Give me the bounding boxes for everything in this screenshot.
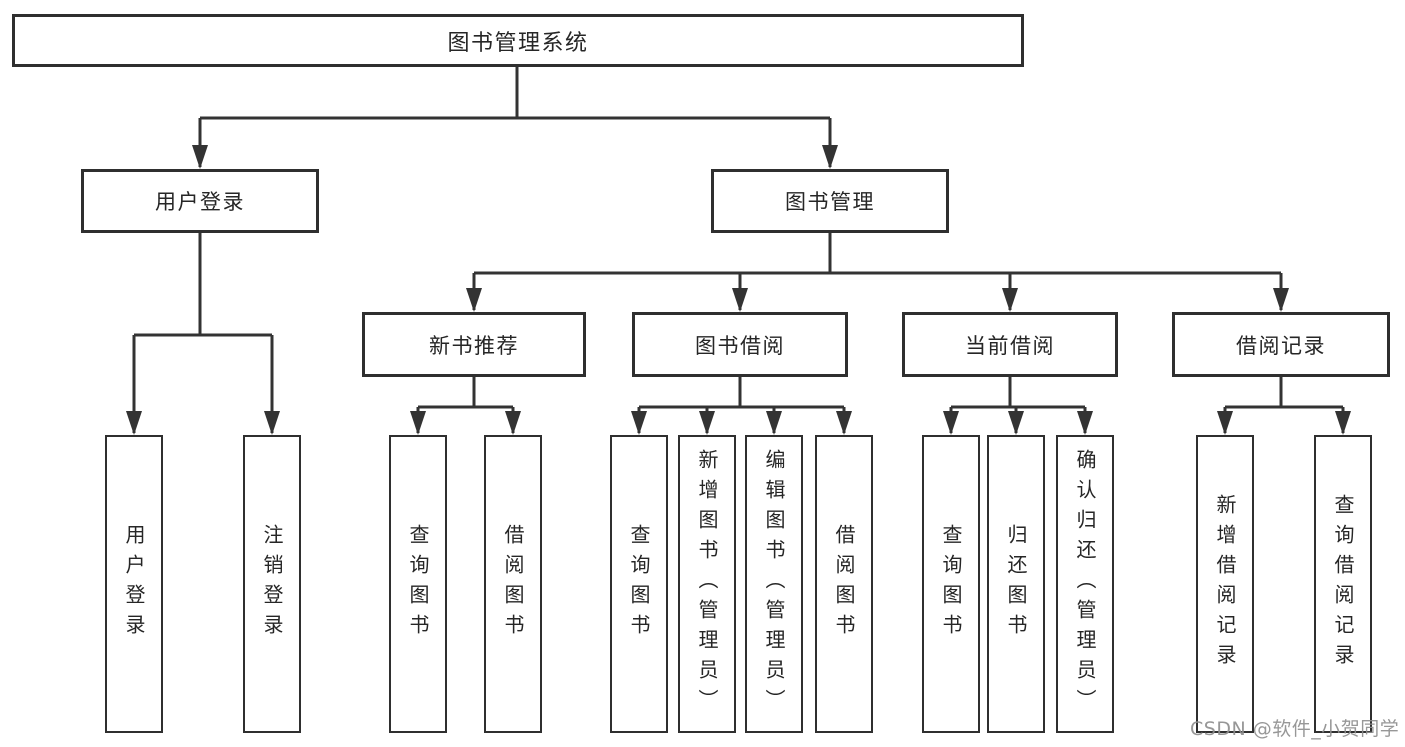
leaf-return-books: 归还图书 (987, 435, 1045, 733)
leaf-query-borrow-record: 查询借阅记录 (1314, 435, 1372, 733)
csdn-watermark: CSDN @软件_小贺同学 (1190, 718, 1400, 740)
leaf-query-books-borrowing: 查询图书 (610, 435, 668, 733)
node-book-management: 图书管理 (711, 169, 949, 233)
leaf-query-books-current: 查询图书 (922, 435, 980, 733)
node-borrowing-records: 借阅记录 (1172, 312, 1390, 377)
leaf-add-borrow-record: 新增借阅记录 (1196, 435, 1254, 733)
leaf-user-login: 用户登录 (105, 435, 163, 733)
node-user-login: 用户登录 (81, 169, 319, 233)
leaf-logout: 注销登录 (243, 435, 301, 733)
leaf-add-books-admin: 新增图书（管理员） (678, 435, 736, 733)
leaf-borrow-books-recommend: 借阅图书 (484, 435, 542, 733)
leaf-query-books-recommend: 查询图书 (389, 435, 447, 733)
node-book-borrowing: 图书借阅 (632, 312, 848, 377)
leaf-confirm-return-admin: 确认归还（管理员） (1056, 435, 1114, 733)
node-library-system: 图书管理系统 (12, 14, 1024, 67)
node-new-book-recommend: 新书推荐 (362, 312, 586, 377)
leaf-borrow-books: 借阅图书 (815, 435, 873, 733)
node-current-borrowing: 当前借阅 (902, 312, 1118, 377)
leaf-edit-books-admin: 编辑图书（管理员） (745, 435, 803, 733)
